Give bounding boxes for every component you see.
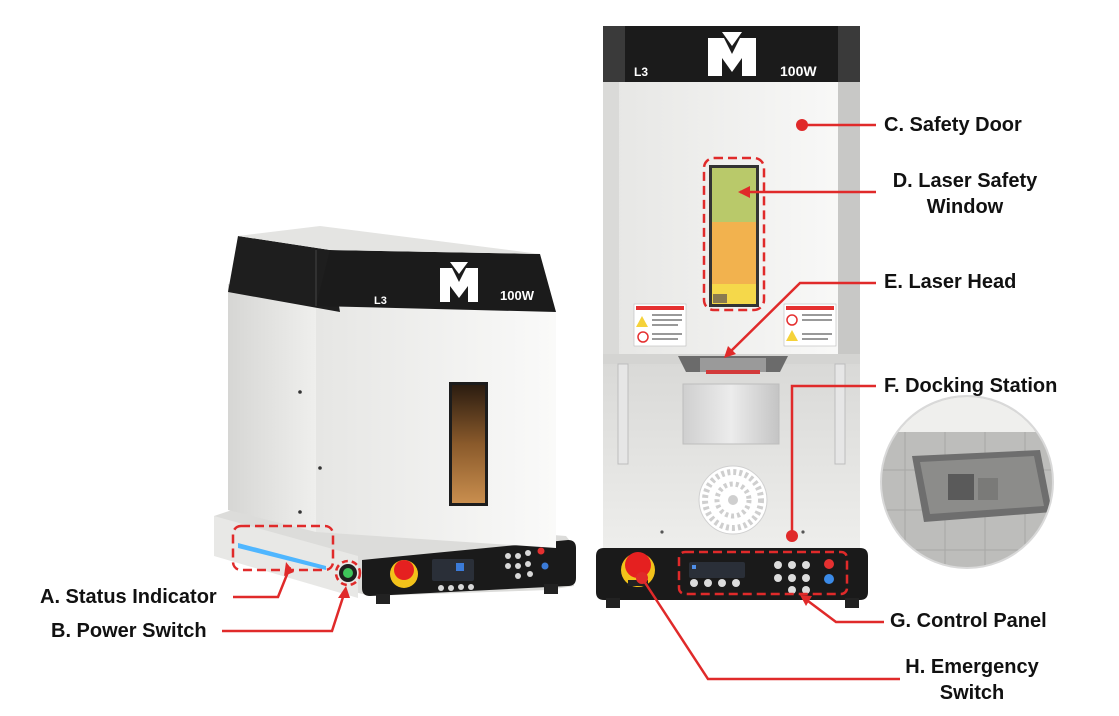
callout-box-safety-window bbox=[702, 156, 766, 312]
left-power-text: 100W bbox=[500, 288, 535, 303]
callout-markers bbox=[284, 119, 812, 606]
docking-station-inset bbox=[880, 395, 1054, 569]
callout-line-docking-station bbox=[790, 384, 876, 536]
dot-docking-station bbox=[786, 530, 798, 542]
arrow-status-indicator bbox=[284, 562, 294, 576]
label-laser-head: E. Laser Head bbox=[884, 271, 1017, 293]
arrow-control-panel bbox=[800, 595, 812, 606]
laser-head bbox=[678, 356, 788, 374]
left-side-panel bbox=[228, 284, 316, 532]
left-front-panel bbox=[316, 302, 556, 548]
label-control-panel: G. Control Panel bbox=[890, 610, 1047, 632]
dot-safety-door bbox=[796, 119, 808, 131]
arrow-laser-head bbox=[724, 346, 736, 358]
right-power-text: 100W bbox=[780, 63, 817, 79]
left-logo bbox=[440, 262, 478, 302]
label-emergency-switch: H. Emergency Switch bbox=[892, 654, 1052, 706]
callout-line-laser-head bbox=[727, 281, 876, 355]
arrow-power-switch bbox=[338, 586, 350, 598]
callout-box-status-indicator bbox=[231, 524, 335, 572]
dot-emergency-switch bbox=[636, 572, 648, 584]
arrow-safety-window bbox=[738, 186, 750, 198]
left-status-light bbox=[238, 543, 326, 570]
warning-labels bbox=[633, 303, 837, 347]
callout-line-status-indicator bbox=[233, 566, 292, 599]
callout-box-control-panel bbox=[677, 550, 849, 596]
right-logo bbox=[708, 32, 756, 76]
right-machine: L3 100W bbox=[596, 26, 868, 608]
label-docking-station: F. Docking Station bbox=[884, 375, 1058, 397]
label-laser-safety-window-line2: Window bbox=[926, 196, 1004, 218]
control-panel bbox=[689, 559, 834, 594]
label-safety-door: C. Safety Door bbox=[884, 114, 1022, 136]
label-laser-safety-window-line1: D. Laser Safety bbox=[892, 170, 1038, 192]
work-plate bbox=[682, 383, 780, 445]
left-model-text: L3 bbox=[374, 295, 387, 307]
label-status-indicator: A. Status Indicator bbox=[40, 586, 217, 608]
label-emergency-switch-line1: H. Emergency bbox=[905, 656, 1039, 678]
left-top-band bbox=[316, 250, 556, 312]
callout-line-power-switch bbox=[222, 593, 346, 633]
right-model-text: L3 bbox=[634, 65, 648, 79]
callout-line-control-panel bbox=[803, 597, 884, 624]
callout-circle-power-switch bbox=[334, 559, 362, 587]
callouts bbox=[222, 123, 900, 681]
callout-line-emergency-switch bbox=[640, 577, 900, 681]
label-emergency-switch-line2: Switch bbox=[939, 682, 1005, 704]
label-power-switch: B. Power Switch bbox=[51, 620, 207, 642]
label-laser-safety-window: D. Laser Safety Window bbox=[880, 168, 1050, 220]
left-machine: L3 100W bbox=[214, 226, 576, 604]
